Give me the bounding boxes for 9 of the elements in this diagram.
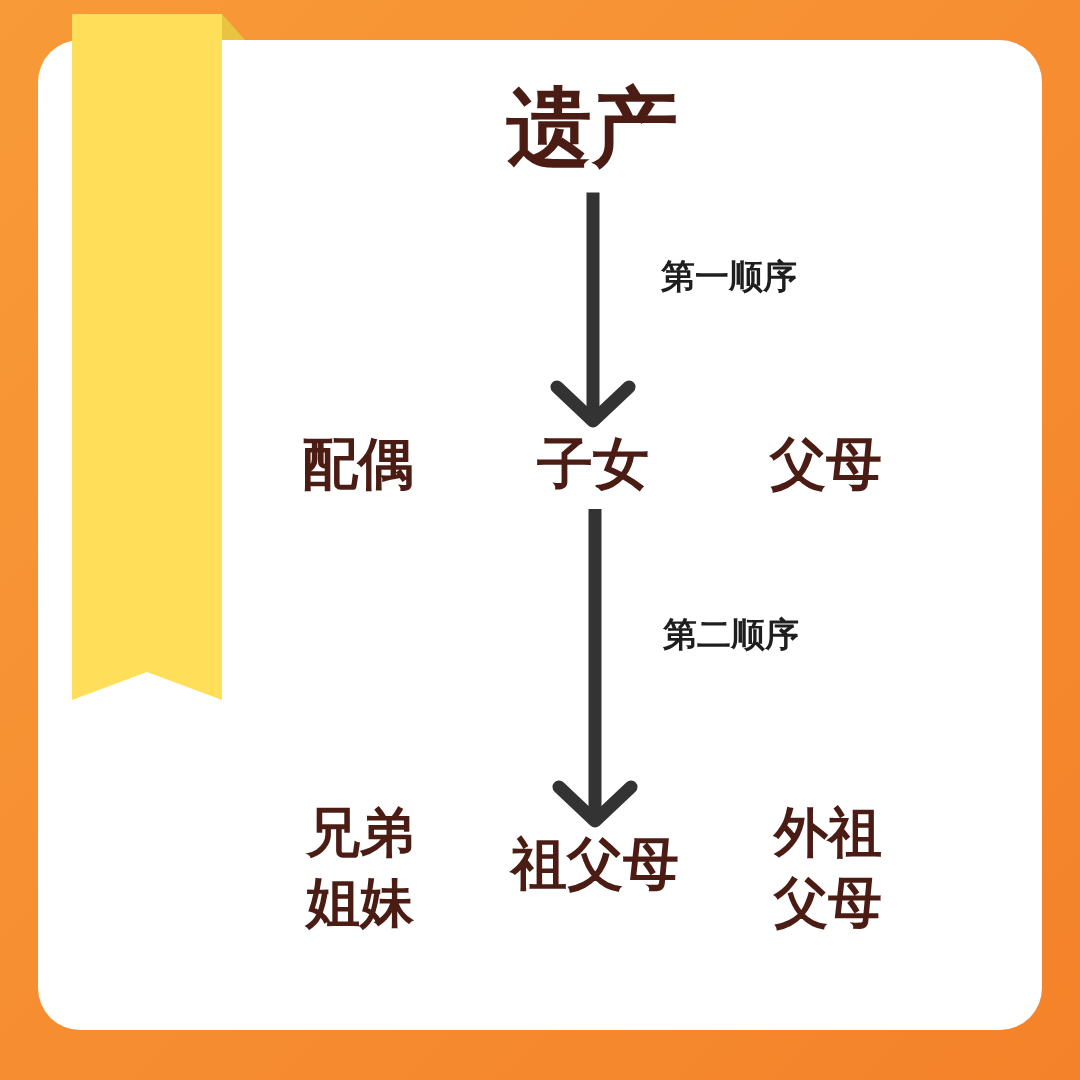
node-label: 配偶 [302,430,414,498]
node-label: 祖父母 [511,830,679,898]
node-label: 父母 [770,430,882,498]
arrow [550,192,636,428]
arrow [552,509,638,828]
title-text: 遗产 [506,75,678,179]
node-label: 兄弟姐妹 [306,799,414,936]
node-label: 子女 [537,430,649,498]
node-label: 外祖父母 [774,799,882,936]
